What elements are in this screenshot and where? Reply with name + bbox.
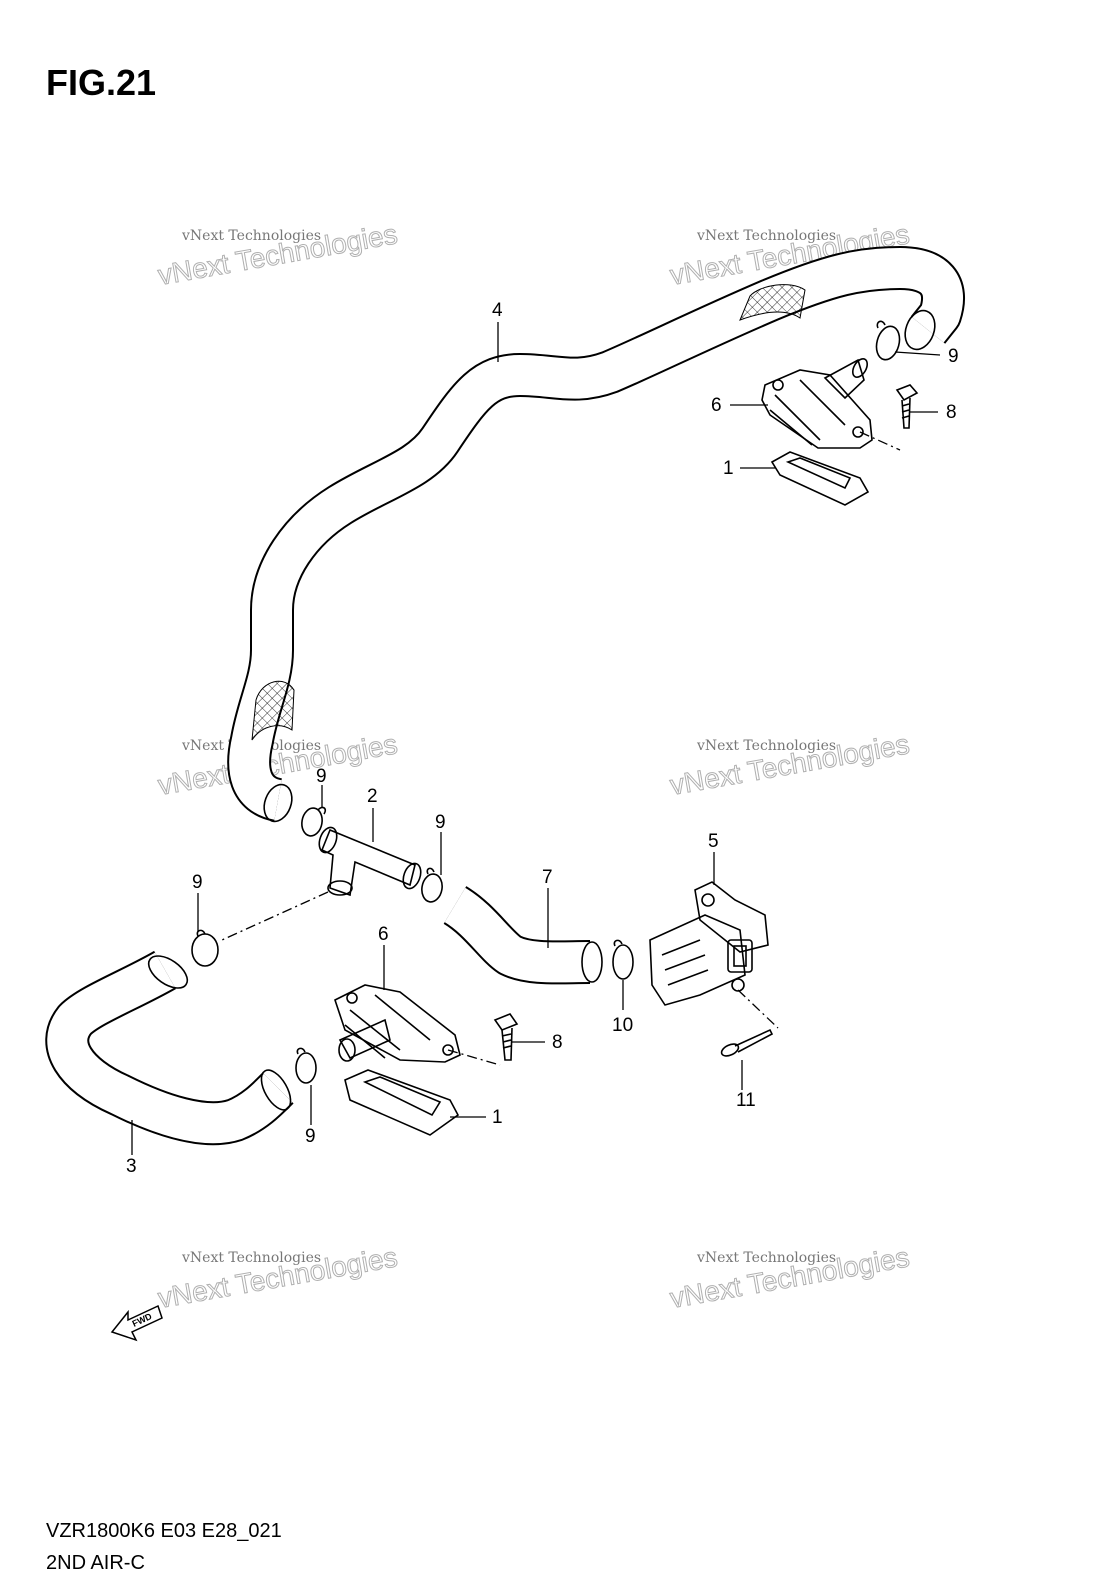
svg-text:vNext Technologies: vNext Technologies (181, 228, 321, 244)
callout-tee-right-clamp: 9 (435, 812, 446, 833)
callout-lower-left-clamp: 9 (192, 872, 203, 893)
top-gasket (770, 451, 870, 506)
callout-top-clamp: 9 (948, 346, 959, 367)
svg-text:vNext Technologies: vNext Technologies (181, 1250, 321, 1266)
section-name: 2ND AIR-C (46, 1552, 145, 1574)
callout-bottom-clamp: 9 (305, 1126, 316, 1147)
svg-text:vNext Technologies: vNext Technologies (696, 738, 836, 754)
top-clamp (875, 320, 901, 361)
callout-valve-clamp: 10 (612, 1015, 633, 1036)
valve-clamp (612, 939, 634, 980)
callout-lower-gasket: 1 (492, 1107, 503, 1128)
watermark-4: vNext Technologies vNext Technologies (667, 728, 912, 802)
callout-top-bolt: 8 (946, 402, 957, 423)
screw (720, 989, 779, 1057)
watermark-1: vNext Technologies vNext Technologies (155, 218, 400, 292)
top-reed-cover (761, 358, 873, 449)
callout-tee-joint: 2 (367, 786, 378, 807)
callout-valve: 5 (708, 831, 719, 852)
callout-top-gasket: 1 (723, 458, 734, 479)
callout-top-hose: 4 (492, 300, 503, 321)
callout-lower-cover: 6 (378, 924, 389, 945)
lower-left-clamp (191, 929, 219, 967)
secondary-air-valve (649, 881, 769, 1006)
watermark-5: vNext Technologies vNext Technologies (155, 1241, 400, 1315)
watermark-6: vNext Technologies vNext Technologies (667, 1241, 912, 1315)
top-bolt (859, 384, 919, 451)
lower-reed-cover (334, 984, 461, 1063)
callout-u-hose: 3 (126, 1156, 137, 1177)
callout-screw: 11 (736, 1090, 756, 1111)
svg-text:vNext Technologies: vNext Technologies (696, 228, 836, 244)
model-code: VZR1800K6 E03 E28_021 (46, 1520, 282, 1542)
callout-top-cover: 6 (711, 395, 722, 416)
callout-mid-hose: 7 (542, 867, 553, 888)
figure-title: FIG.21 (46, 62, 157, 103)
u-hose (45, 950, 294, 1146)
bottom-clamp (295, 1047, 317, 1084)
svg-text:vNext Technologies: vNext Technologies (696, 1250, 836, 1266)
callout-tee-left-clamp: 9 (316, 766, 327, 787)
forward-direction-arrow: FWD (110, 1304, 163, 1342)
mid-hose (442, 886, 603, 985)
lower-gasket (344, 1069, 460, 1136)
leader-lines (131, 322, 941, 1155)
tee-joint (318, 826, 422, 897)
tee-right-clamp (421, 867, 443, 903)
upper-hose (227, 246, 965, 823)
tee-left-clamp (301, 806, 327, 837)
callout-lower-bolt: 8 (552, 1032, 563, 1053)
lower-bolt (447, 1013, 519, 1066)
